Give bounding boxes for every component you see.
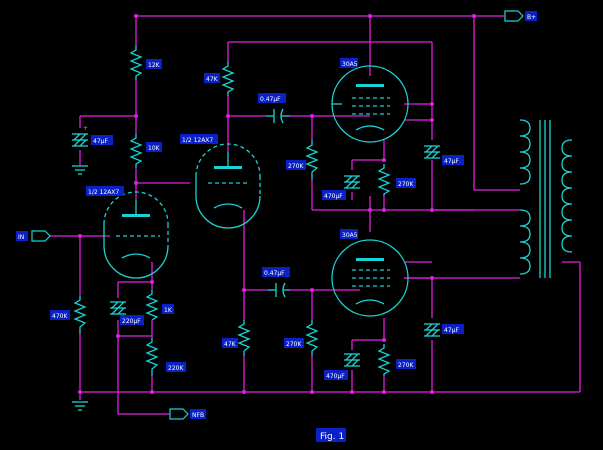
label-47k-top: 47K: [206, 76, 219, 83]
label-047-top: 0.47μF: [260, 96, 281, 103]
label-047-bottom: 0.47μF: [264, 270, 285, 277]
figure-caption: Fig. 1: [316, 428, 346, 442]
resistor-47k-bottom: [237, 320, 251, 356]
label-470uf-top: 470μF: [324, 193, 343, 200]
tube-v2: [195, 143, 261, 229]
capacitor-47u-right-bottom: [424, 323, 440, 337]
ground-icon: [72, 165, 88, 175]
resistor-270k-cathode-top: [377, 164, 391, 196]
label-47uf-top: 47μF: [93, 138, 108, 145]
svg-text:+: +: [83, 125, 88, 132]
b-plus-label: B+: [527, 14, 536, 21]
resistor-12k: [129, 46, 143, 80]
label-10k: 10K: [148, 145, 161, 152]
capacitor-047-top: [266, 108, 290, 124]
junction-dots: [78, 14, 476, 394]
label-270k-bottom: 270K: [286, 341, 302, 348]
resistor-270k-bottom: [305, 320, 319, 356]
capacitor-470u-bottom: [344, 353, 360, 367]
resistor-270k-top: [305, 140, 319, 180]
label-220uf: 220μF: [122, 318, 141, 325]
caption-text: Fig. 1: [320, 432, 344, 442]
connector-nfb: NFB: [169, 408, 206, 420]
label-12k: 12K: [148, 62, 161, 69]
label-270k-cathode-bottom: 270K: [398, 362, 414, 369]
resistors: [73, 46, 391, 376]
label-270k-top: 270K: [288, 163, 304, 170]
ground-symbols: [72, 165, 88, 411]
capacitors: +: [72, 108, 440, 367]
capacitor-47u-right-top: [424, 145, 440, 159]
resistor-270k-cathode-bottom: [377, 344, 391, 376]
label-1k: 1K: [164, 307, 173, 314]
capacitor-470u-top: [344, 175, 360, 189]
capacitor-47u-top: +: [72, 125, 88, 147]
resistor-220k: [145, 338, 159, 376]
component-labels: 12K 10K 47μF 1/2 12AX7 1/2 12AX7 47K 0.4…: [50, 58, 464, 380]
label-v3: 30A5: [342, 61, 358, 68]
tube-v4: [331, 239, 409, 317]
label-270k-cathode-top: 270K: [398, 181, 414, 188]
nfb-label: NFB: [192, 412, 204, 419]
label-v2: 1/2 12AX7: [182, 137, 213, 144]
connector-input: IN: [16, 230, 51, 242]
capacitor-220u: [110, 301, 126, 315]
label-470k-input: 470K: [52, 313, 68, 320]
label-470uf-bottom: 470μF: [326, 373, 345, 380]
input-label: IN: [18, 234, 24, 241]
tube-v3: [331, 65, 409, 143]
resistor-1k: [145, 290, 159, 321]
connector-b-plus: B+: [504, 10, 537, 22]
label-47k-bottom: 47K: [224, 341, 237, 348]
label-47uf-right-bottom: 47μF: [444, 327, 459, 334]
resistor-10k: [129, 134, 143, 168]
resistor-470k-input: [73, 296, 87, 334]
resistor-47k-top: [221, 62, 235, 96]
label-220k: 220K: [168, 365, 184, 372]
tube-v1: [103, 191, 169, 279]
wires: [50, 15, 581, 415]
capacitor-047-bottom: [268, 282, 290, 298]
ground-icon: [72, 401, 88, 411]
label-47uf-right-top: 47μF: [444, 158, 459, 165]
output-transformer: [519, 119, 573, 278]
label-v4: 30A5: [342, 232, 358, 239]
label-v1: 1/2 12AX7: [88, 189, 119, 196]
